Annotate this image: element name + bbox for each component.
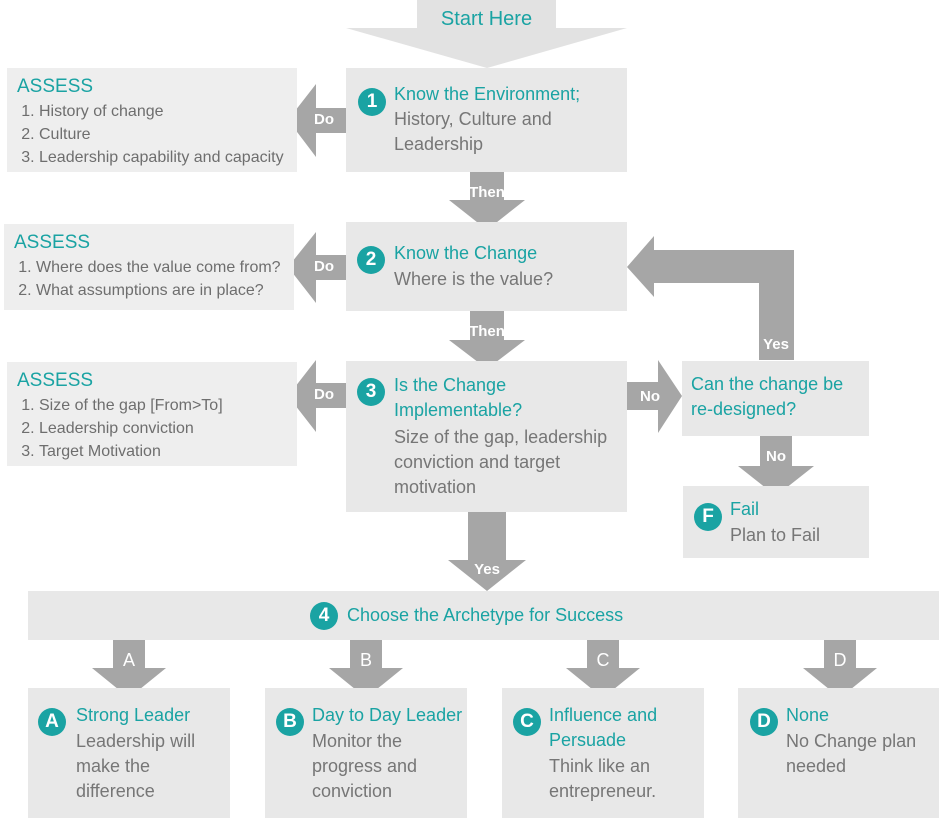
archetype-a-line: make the <box>76 756 151 776</box>
archetype-c-box <box>502 688 704 818</box>
do-arrow-1 <box>288 84 346 157</box>
archetype-b-line: progress and <box>312 756 418 776</box>
archetype-a-title: Strong Leader <box>76 705 191 725</box>
arrow-d-letter: D <box>833 650 847 670</box>
assess-3-item: Target Motivation <box>39 440 287 463</box>
assess-1-item: Leadership capability and capacity <box>39 146 287 169</box>
step-2-badge: 2 <box>357 246 385 274</box>
assess-1-heading: ASSESS <box>17 76 94 97</box>
archetype-c-line: entrepreneur. <box>549 781 657 801</box>
then-label-1: Then <box>469 184 505 201</box>
redesign-title-line2: re-designed? <box>691 399 797 419</box>
do-arrow-2 <box>288 232 346 303</box>
start-arrow <box>346 0 627 68</box>
archetype-a-line: difference <box>76 781 155 801</box>
yes-loop-arrow <box>627 236 794 360</box>
step-3-text-line2: conviction and target <box>394 452 561 472</box>
step-4-badge: 4 <box>310 602 338 630</box>
step-3-title-line1: Is the Change <box>394 375 507 395</box>
assess-box-2: ASSESS Where does the value come from? W… <box>4 224 294 310</box>
assess-box-1: ASSESS History of change Culture Leaders… <box>7 68 297 172</box>
no-label-right: No <box>640 388 660 405</box>
archetype-c-title-line2: Persuade <box>549 730 627 750</box>
assess-1-item: Culture <box>39 123 287 146</box>
redesign-title-line1: Can the change be <box>691 374 844 394</box>
step-1-badge: 1 <box>358 88 386 116</box>
no-arrow-right <box>627 360 682 433</box>
archetype-a-box <box>28 688 230 818</box>
then-arrow-1 <box>449 172 525 230</box>
start-label: Start Here <box>440 8 533 30</box>
arrow-d <box>803 640 877 698</box>
arrow-b <box>329 640 403 698</box>
yes-arrow-down <box>448 512 526 591</box>
assess-box-3: ASSESS Size of the gap [From>To] Leaders… <box>7 362 297 466</box>
assess-2-heading: ASSESS <box>14 232 91 253</box>
no-arrow-down <box>738 436 814 496</box>
arrow-c <box>566 640 640 698</box>
do-label-3: Do <box>314 386 334 403</box>
no-label-down: No <box>766 448 786 465</box>
then-label-2: Then <box>469 323 505 340</box>
archetype-c-badge: C <box>513 708 541 736</box>
step-1-text-line2: Leadership <box>394 134 484 154</box>
archetype-b-line: Monitor the <box>312 731 403 751</box>
step-2-title: Know the Change <box>394 243 538 263</box>
archetype-b-box <box>265 688 467 818</box>
step-3-badge: 3 <box>357 378 385 406</box>
assess-1-item: History of change <box>39 100 287 123</box>
assess-3-item: Size of the gap [From>To] <box>39 394 287 417</box>
yes-label-down: Yes <box>474 561 500 578</box>
archetype-c-title-line1: Influence and <box>549 705 658 725</box>
arrow-b-letter: B <box>359 650 372 670</box>
archetype-d-title: None <box>786 705 830 725</box>
yes-label-loop: Yes <box>763 336 789 353</box>
archetype-b-badge: B <box>276 708 304 736</box>
step-4-title: Choose the Archetype for Success <box>347 605 624 625</box>
archetype-d-line: needed <box>786 756 847 776</box>
archetype-c-line: Think like an <box>549 756 651 776</box>
archetype-a-badge: A <box>38 708 66 736</box>
then-arrow-2 <box>449 311 525 369</box>
step-3-text-line3: motivation <box>394 477 477 497</box>
step-1-box <box>346 68 627 172</box>
step-2-text-line1: Where is the value? <box>394 269 554 289</box>
archetype-b-title: Day to Day Leader <box>312 705 463 725</box>
fail-text: Plan to Fail <box>730 525 821 545</box>
assess-2-item: Where does the value come from? <box>36 256 284 279</box>
step-3-title-line2: Implementable? <box>394 400 523 420</box>
arrow-a <box>92 640 166 698</box>
step-1-text-line1: History, Culture and <box>394 109 552 129</box>
do-arrow-3 <box>288 360 346 432</box>
arrow-a-letter: A <box>122 650 135 670</box>
archetype-d-line: No Change plan <box>786 731 917 751</box>
step-3-box <box>346 361 627 512</box>
archetype-d-badge: D <box>750 708 778 736</box>
redesign-box <box>682 361 869 436</box>
archetype-b-line: conviction <box>312 781 393 801</box>
do-label-1: Do <box>314 111 334 128</box>
fail-badge: F <box>694 503 722 531</box>
step-3-text-line1: Size of the gap, leadership <box>394 427 608 447</box>
arrow-c-letter: C <box>596 650 610 670</box>
step-1-title: Know the Environment; <box>394 84 581 104</box>
assess-2-item: What assumptions are in place? <box>36 279 284 302</box>
step-2-box <box>346 222 627 311</box>
assess-3-item: Leadership conviction <box>39 417 287 440</box>
assess-3-heading: ASSESS <box>17 370 94 391</box>
do-label-2: Do <box>314 258 334 275</box>
fail-title: Fail <box>730 499 760 519</box>
step-4-bar <box>28 591 939 640</box>
archetype-a-line: Leadership will <box>76 731 196 751</box>
